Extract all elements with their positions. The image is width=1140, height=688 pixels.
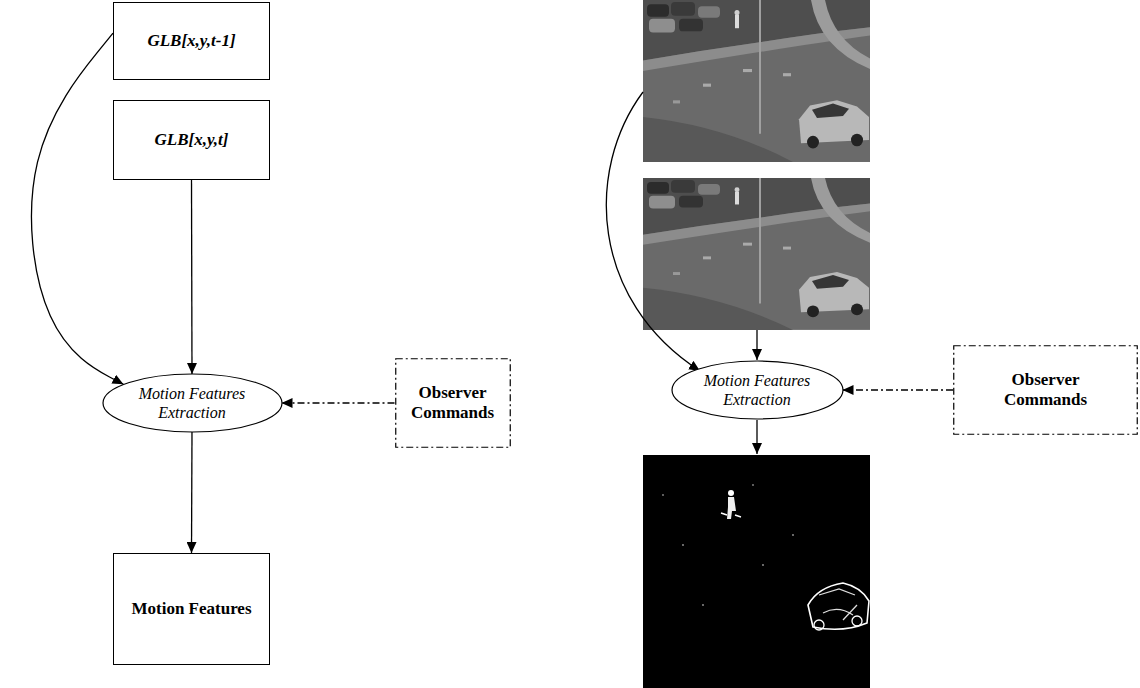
process-ellipse: Motion Features Extraction — [671, 360, 844, 420]
node-label: Observer Commands — [996, 370, 1096, 411]
input-frame-current — [643, 178, 870, 330]
ellipse-outline — [102, 373, 283, 433]
node-label: GLB[x,y,t] — [155, 130, 229, 150]
flow-arrow — [31, 33, 123, 384]
flow-arrow — [282, 402, 395, 403]
output-box: Motion Features — [113, 553, 270, 665]
flow-arrow — [191, 180, 193, 374]
node-label: Observer Commands — [403, 383, 503, 424]
flow-arrow — [843, 389, 954, 390]
motion-output-frame — [643, 455, 870, 688]
command-box: Observer Commands — [395, 358, 511, 448]
node-label: GLB[x,y,t-1] — [147, 31, 235, 51]
node-label: Motion Features Extraction — [133, 384, 251, 422]
node-label: Motion Features — [131, 599, 251, 619]
process-ellipse: Motion Features Extraction — [102, 373, 283, 433]
frame-arrow — [756, 420, 757, 454]
ellipse-outline — [671, 360, 844, 420]
input-frame-previous — [643, 0, 870, 162]
frame-arrow — [606, 92, 700, 371]
command-box: Observer Commands — [953, 345, 1138, 435]
frame-arrow — [756, 330, 757, 360]
node-label: Motion Features Extraction — [701, 371, 813, 409]
frame-box: GLB[x,y,t] — [113, 100, 270, 180]
frame-box: GLB[x,y,t-1] — [113, 2, 270, 80]
flow-arrow — [191, 432, 193, 553]
